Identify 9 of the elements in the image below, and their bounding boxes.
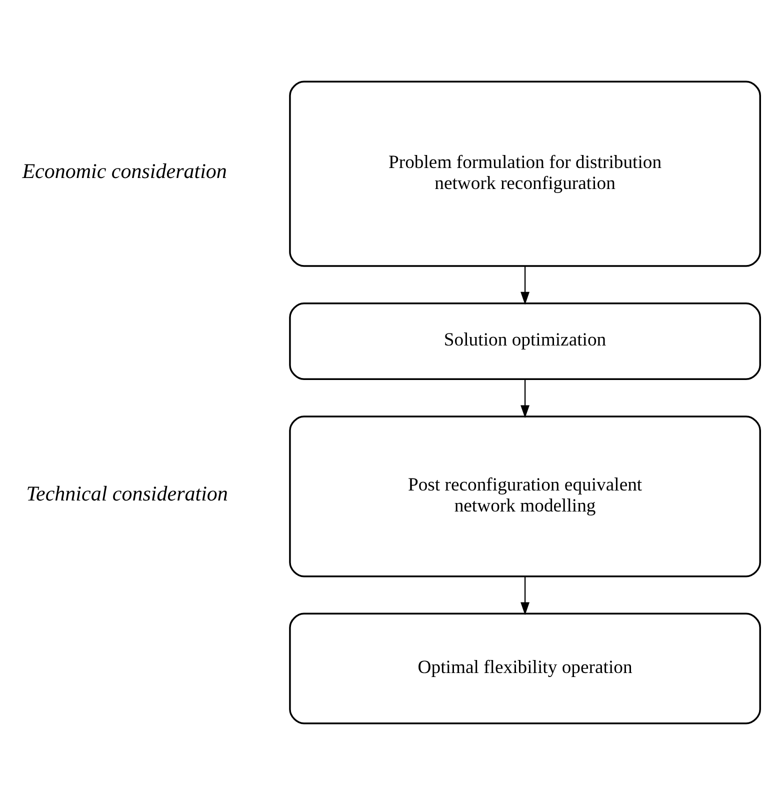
- label: Technical consideration: [26, 481, 228, 506]
- arrow: [520, 266, 530, 305]
- node-box: Post reconfiguration equivalent network modelling: [289, 416, 761, 578]
- node-box: Problem formulation for distribution network reconfiguration: [289, 80, 761, 267]
- node-box: Optimal flexibility operation: [289, 612, 761, 724]
- node-box: Solution optimization: [289, 302, 761, 380]
- label: Economic consideration: [22, 158, 227, 183]
- arrow: [520, 576, 530, 616]
- arrow: [520, 379, 530, 418]
